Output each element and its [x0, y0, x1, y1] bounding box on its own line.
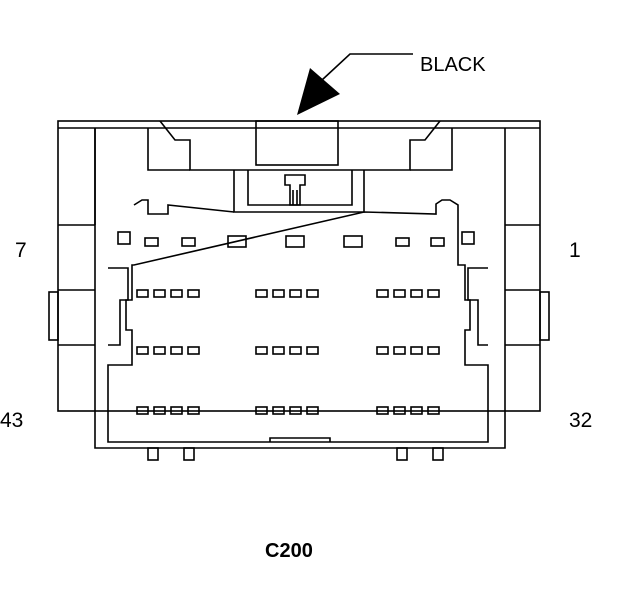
terminal-cavity — [255, 406, 268, 415]
latch-housing — [159, 120, 441, 171]
terminal-cavity — [272, 346, 285, 355]
terminal-cavity — [410, 346, 423, 355]
pin-label-top-left: 7 — [15, 239, 27, 262]
bottom-key-3 — [396, 447, 408, 461]
right-ear — [505, 224, 540, 346]
terminal-cavity — [306, 406, 319, 415]
latch-housing-side-left — [147, 128, 190, 171]
pin-label-bottom-right: 32 — [569, 409, 592, 432]
left-guide — [108, 267, 129, 346]
terminal-cavity — [289, 289, 302, 298]
terminal-cavity — [187, 406, 200, 415]
terminal-cavity — [187, 346, 200, 355]
terminal-cavity — [289, 406, 302, 415]
terminal-cavity — [136, 406, 149, 415]
terminal-cavity — [427, 346, 440, 355]
terminal-cavity — [410, 406, 423, 415]
bottom-key-1 — [147, 447, 159, 461]
connector-inner-frame — [94, 128, 506, 449]
latch-housing-side-right — [410, 128, 453, 171]
terminal-cavity — [410, 289, 423, 298]
terminal-cavity — [427, 406, 440, 415]
terminal-cavity — [136, 289, 149, 298]
terminal-cavity — [306, 346, 319, 355]
terminal-cavity — [181, 237, 196, 247]
terminal-cavity — [343, 235, 363, 248]
latch-lower — [233, 170, 365, 213]
top-pin-row — [117, 231, 475, 248]
bottom-key-2 — [183, 447, 195, 461]
terminal-cavity — [255, 289, 268, 298]
pin-label-top-right: 1 — [569, 239, 581, 262]
bottom-key-4 — [432, 447, 444, 461]
terminal-cavity — [255, 346, 268, 355]
terminal-cavity — [461, 231, 475, 245]
connector-id: C200 — [265, 540, 313, 562]
terminal-cavity — [430, 237, 445, 247]
right-side-tab — [539, 291, 550, 341]
pin-grid — [136, 289, 440, 415]
terminal-cavity — [393, 406, 406, 415]
latch-key — [284, 174, 306, 206]
latch-key-slot — [292, 190, 298, 205]
terminal-cavity — [170, 406, 183, 415]
left-side-tab — [48, 291, 59, 341]
right-guide — [467, 267, 488, 346]
terminal-cavity — [227, 235, 247, 248]
terminal-cavity — [376, 346, 389, 355]
terminal-cavity — [170, 289, 183, 298]
latch-tower — [255, 120, 339, 166]
terminal-cavity — [427, 289, 440, 298]
terminal-cavity — [285, 235, 305, 248]
terminal-cavity — [144, 237, 159, 247]
terminal-cavity — [376, 406, 389, 415]
leader-line — [321, 53, 413, 81]
terminal-cavity — [306, 289, 319, 298]
left-ear — [58, 128, 96, 346]
terminal-cavity — [170, 346, 183, 355]
terminal-cavity — [117, 231, 131, 245]
terminal-cavity — [393, 346, 406, 355]
terminal-cavity — [153, 406, 166, 415]
terminal-cavity — [393, 289, 406, 298]
terminal-cavity — [272, 289, 285, 298]
terminal-cavity — [395, 237, 410, 247]
terminal-cavity — [153, 289, 166, 298]
bottom-rail — [269, 437, 331, 442]
terminal-cavity — [153, 346, 166, 355]
terminal-cavity — [136, 346, 149, 355]
terminal-cavity — [187, 289, 200, 298]
terminal-cavity — [289, 346, 302, 355]
pin-label-bottom-left: 43 — [0, 409, 23, 432]
terminal-cavity — [272, 406, 285, 415]
terminal-cavity — [376, 289, 389, 298]
color-label: BLACK — [420, 54, 486, 76]
arrowhead — [297, 68, 340, 115]
